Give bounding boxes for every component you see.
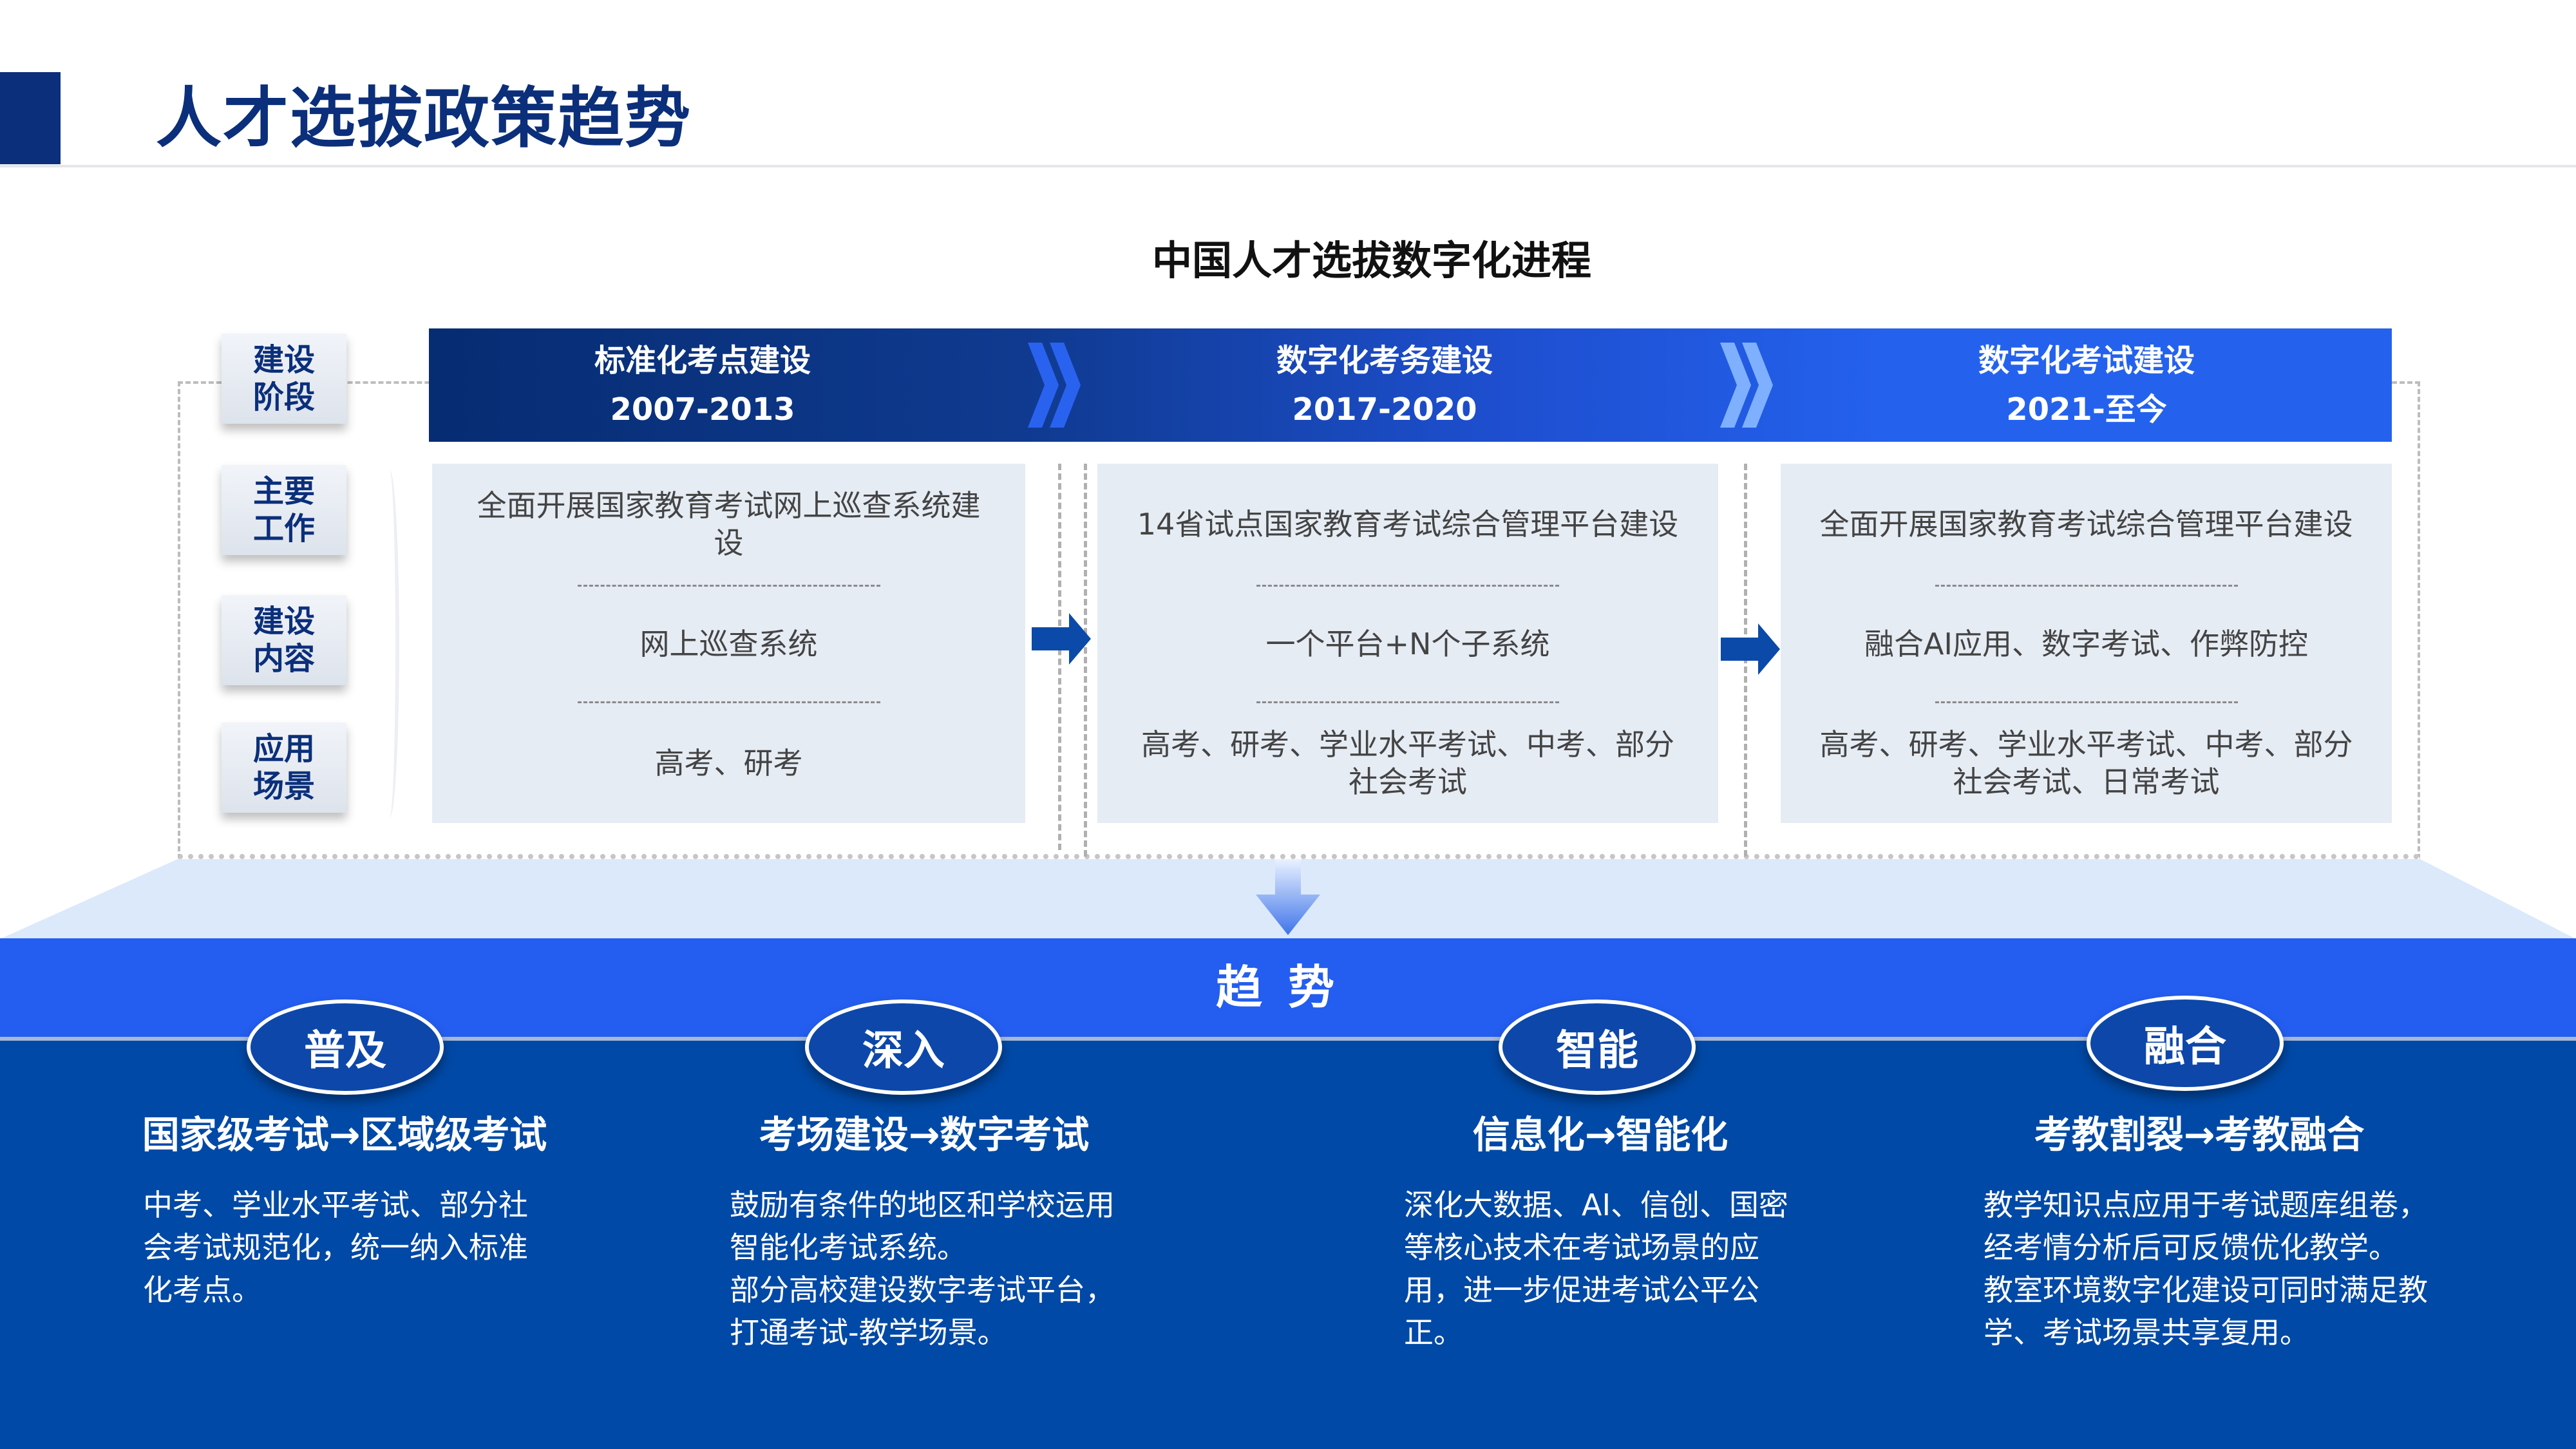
stage-years: 2007-2013 (610, 392, 795, 428)
band-divider (0, 1037, 2576, 1041)
content-text: 一个平台+N个子系统 (1265, 626, 1550, 661)
dashed-separator (1935, 584, 2238, 587)
right-arrow-icon (1721, 623, 1780, 675)
content-text: 融合AI应用、数字考试、作弊防控 (1864, 626, 2309, 661)
double-chevron-icon (1720, 343, 1773, 428)
stage-header-band: 标准化考点建设 2007-2013 数字化考务建设 2017-2020 数字化考… (429, 328, 2392, 442)
trend-body-2: 鼓励有条件的地区和学校运用智能化考试系统。 部分高校建设数字考试平台，打通考试-… (730, 1188, 1115, 1350)
trend-tag-2: 深入 (805, 999, 1002, 1095)
dashed-separator (1256, 701, 1559, 704)
main-work-text: 全面开展国家教育考试综合管理平台建设 (1819, 506, 2353, 542)
stage-years: 2021-至今 (2006, 392, 2167, 428)
page-title: 人才选拔政策趋势 (156, 80, 692, 157)
stage-years: 2017-2020 (1292, 392, 1477, 428)
trend-tag-1: 普及 (247, 999, 444, 1095)
double-chevron-icon (1028, 343, 1081, 428)
main-work-text: 全面开展国家教育考试网上巡查系统建设 (477, 488, 981, 560)
row-label-scenarios: 应用场景 (222, 723, 346, 813)
row-label-content: 建设内容 (222, 595, 346, 685)
stage-header-1: 标准化考点建设 2007-2013 (429, 328, 976, 442)
stage-content-2: 14省试点国家教育考试综合管理平台建设 一个平台+N个子系统 高考、研考、学业水… (1097, 464, 1718, 823)
stage-content-1: 全面开展国家教育考试网上巡查系统建设 网上巡查系统 高考、研考 (432, 464, 1025, 823)
stage-content-3: 全面开展国家教育考试综合管理平台建设 融合AI应用、数字考试、作弊防控 高考、研… (1781, 464, 2392, 823)
dashed-separator (577, 701, 880, 704)
stage-name: 数字化考试建设 (1978, 343, 2195, 379)
column-divider (1058, 464, 1061, 850)
title-divider (0, 165, 2576, 167)
bracket-arc (380, 470, 399, 818)
dashed-separator (1935, 701, 2238, 704)
row-label-stage: 建设阶段 (222, 334, 346, 424)
right-arrow-icon (1032, 613, 1091, 665)
dashed-separator (1256, 584, 1559, 587)
trend-title: 趋势 (1215, 960, 1360, 1014)
trend-heading-1: 国家级考试→区域级考试 (142, 1113, 547, 1157)
row-label-main-work: 主要工作 (222, 465, 346, 555)
trend-tag-4: 融合 (2087, 996, 2284, 1091)
dashed-separator (577, 584, 880, 587)
section-title: 中国人才选拔数字化进程 (1151, 237, 1591, 284)
stage-header-3: 数字化考试建设 2021-至今 (1781, 328, 2392, 442)
trend-heading-4: 考教割裂→考教融合 (2034, 1113, 2365, 1157)
scenario-text: 高考、研考、学业水平考试、中考、部分社会考试、日常考试 (1819, 727, 2353, 799)
stage-header-2: 数字化考务建设 2017-2020 (1088, 328, 1681, 442)
column-divider (1084, 464, 1087, 857)
scenario-text: 高考、研考、学业水平考试、中考、部分社会考试 (1141, 727, 1674, 799)
trend-tag-3: 智能 (1499, 999, 1696, 1095)
scenario-text: 高考、研考 (654, 746, 803, 781)
content-text: 网上巡查系统 (639, 626, 818, 661)
trend-body-4: 教学知识点应用于考试题库组卷，经考情分析后可反馈优化教学。 教室环境数字化建设可… (1984, 1188, 2428, 1350)
title-accent-bar (0, 72, 61, 164)
trend-body-3: 深化大数据、AI、信创、国密等核心技术在考试场景的应用，进一步促进考试公平公正。 (1404, 1188, 1789, 1350)
trend-heading-3: 信息化→智能化 (1472, 1113, 1728, 1157)
main-work-text: 14省试点国家教育考试综合管理平台建设 (1137, 506, 1679, 542)
trend-heading-2: 考场建设→数字考试 (759, 1113, 1090, 1157)
trend-panel (0, 1041, 2576, 1449)
stage-name: 数字化考务建设 (1276, 343, 1493, 379)
trend-body-1: 中考、学业水平考试、部分社会考试规范化，统一纳入标准化考点。 (143, 1188, 528, 1307)
down-arrow-icon (1256, 859, 1320, 935)
stage-name: 标准化考点建设 (594, 343, 811, 379)
